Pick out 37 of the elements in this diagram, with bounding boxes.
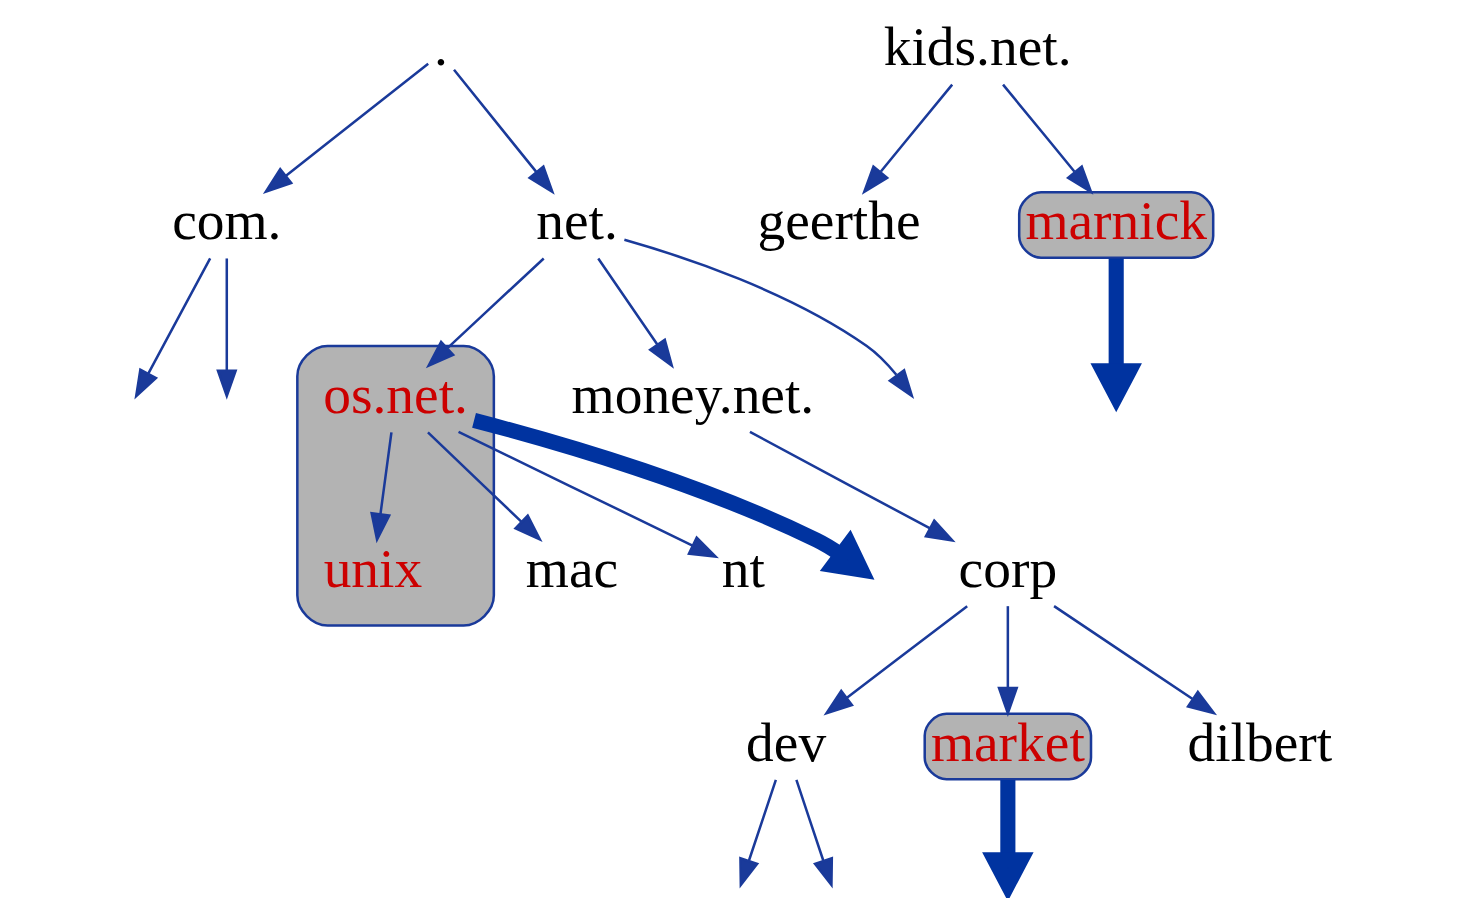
arrow — [623, 238, 914, 399]
node-box: marnick — [1017, 190, 1214, 259]
arrow — [748, 430, 956, 543]
arrow — [738, 779, 777, 889]
arrow — [823, 605, 968, 716]
node-text: money.net. — [571, 363, 814, 425]
node-text: . — [433, 16, 448, 78]
arrow — [262, 62, 429, 194]
cluster — [295, 344, 495, 627]
arrow — [794, 779, 833, 889]
arrow — [369, 432, 393, 544]
node-text: com. — [171, 190, 281, 252]
arrow — [981, 779, 1034, 898]
arrow — [1052, 605, 1217, 716]
node-box: market — [922, 712, 1092, 781]
node-text: os.net. — [322, 363, 468, 425]
arrow — [1001, 83, 1093, 195]
arrow — [215, 258, 237, 400]
arrow — [133, 257, 211, 400]
node-text: nt — [721, 537, 765, 599]
node-text: mac — [525, 537, 618, 599]
arrow — [996, 606, 1018, 718]
node-text: dev — [745, 711, 826, 773]
arrow — [426, 431, 543, 543]
node-text: kids.net. — [883, 16, 1072, 78]
arrow — [457, 430, 719, 559]
arrow — [425, 257, 545, 369]
arrow — [452, 69, 555, 195]
node-text: geerthe — [757, 190, 921, 252]
node-text: corp — [958, 537, 1057, 599]
arrow — [471, 413, 874, 580]
arrow — [861, 83, 953, 195]
node-text: dilbert — [1186, 711, 1332, 773]
arrow — [596, 257, 674, 369]
node-text: unix — [323, 537, 422, 599]
node-text: net. — [535, 190, 618, 252]
arrow — [1089, 258, 1142, 413]
